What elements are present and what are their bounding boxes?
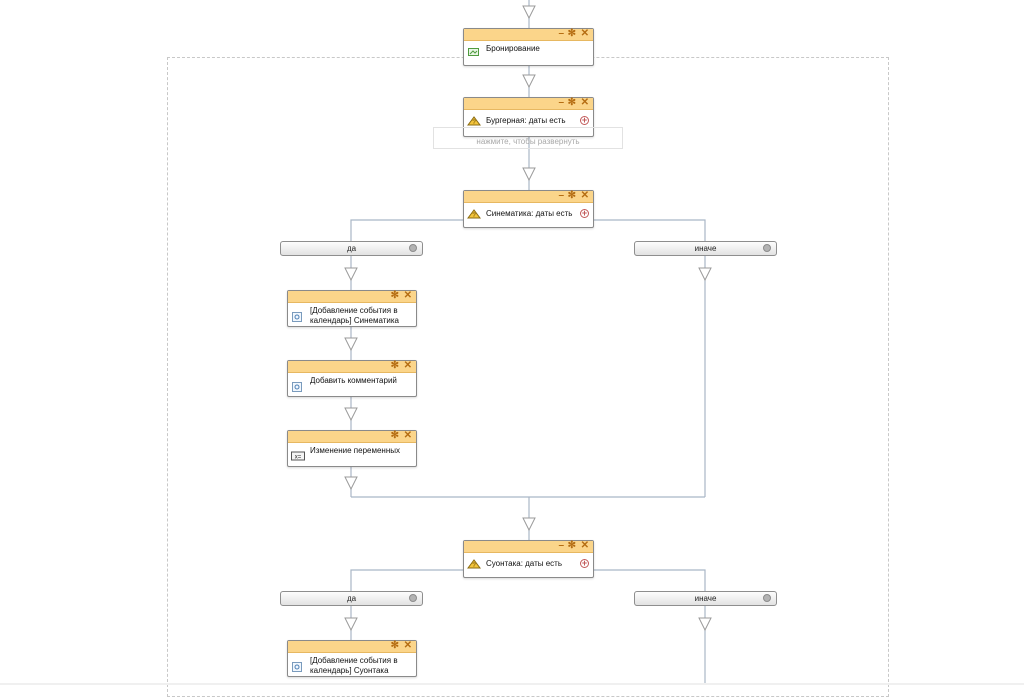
- arrow-down-icon: [698, 267, 712, 282]
- close-icon[interactable]: ✕: [403, 290, 412, 301]
- action-block-calendar[interactable]: ✻ ✕ [Добавление события в календарь] Суо…: [287, 640, 417, 677]
- arrow-down-icon: [522, 74, 536, 89]
- gear-icon[interactable]: [409, 244, 417, 252]
- booking-icon: [468, 48, 479, 56]
- arrow-down-icon: [522, 167, 536, 182]
- arrow-down-icon: [522, 5, 536, 20]
- gear-icon[interactable]: [763, 244, 771, 252]
- block-title: Синематика: даты есть: [486, 209, 573, 218]
- arrow-down-icon: [522, 517, 536, 532]
- settings-icon[interactable]: ✻: [390, 640, 399, 651]
- booking-block[interactable]: – ✻ ✕ Бронирование: [463, 28, 594, 66]
- add-branch-icon[interactable]: +: [580, 208, 589, 218]
- action-block-comment[interactable]: ✻ ✕ Добавить комментарий: [287, 360, 417, 397]
- minimize-icon[interactable]: –: [558, 190, 564, 201]
- block-title: Суонтака: даты есть: [486, 559, 562, 568]
- close-icon[interactable]: ✕: [580, 540, 589, 551]
- block-title: Бургерная: даты есть: [486, 116, 566, 125]
- svg-text:x=: x=: [295, 455, 302, 461]
- settings-icon[interactable]: ✻: [567, 190, 576, 201]
- close-icon[interactable]: ✕: [403, 430, 412, 441]
- block-title: Изменение переменных: [310, 446, 401, 455]
- svg-text:?: ?: [472, 120, 476, 126]
- block-title: Добавить комментарий: [310, 376, 397, 385]
- settings-icon[interactable]: ✻: [390, 290, 399, 301]
- svg-text:?: ?: [472, 563, 476, 569]
- block-title: Бронирование: [486, 44, 540, 53]
- condition-icon: ?: [467, 209, 481, 219]
- settings-icon[interactable]: ✻: [567, 540, 576, 551]
- minimize-icon[interactable]: –: [558, 28, 564, 39]
- gear-icon[interactable]: [409, 594, 417, 602]
- close-icon[interactable]: ✕: [403, 640, 412, 651]
- calendar-activity-icon: [292, 662, 302, 672]
- calendar-activity-icon: [292, 312, 302, 322]
- branch-else[interactable]: иначе: [634, 241, 777, 256]
- arrow-down-icon: [344, 476, 358, 491]
- condition-container: [167, 57, 889, 697]
- close-icon[interactable]: ✕: [580, 97, 589, 108]
- settings-icon[interactable]: ✻: [390, 360, 399, 371]
- settings-icon[interactable]: ✻: [567, 97, 576, 108]
- settings-icon[interactable]: ✻: [390, 430, 399, 441]
- svg-text:?: ?: [472, 213, 476, 219]
- close-icon[interactable]: ✕: [403, 360, 412, 371]
- branch-else[interactable]: иначе: [634, 591, 777, 606]
- minimize-icon[interactable]: –: [558, 540, 564, 551]
- action-block-calendar[interactable]: ✻ ✕ [Добавление события в календарь] Син…: [287, 290, 417, 327]
- minimize-icon[interactable]: –: [558, 97, 564, 108]
- arrow-down-icon: [698, 617, 712, 632]
- gear-icon[interactable]: [763, 594, 771, 602]
- arrow-down-icon: [344, 617, 358, 632]
- bottom-edge: [0, 683, 1024, 685]
- condition-icon: ?: [467, 559, 481, 569]
- close-icon[interactable]: ✕: [580, 190, 589, 201]
- arrow-down-icon: [344, 407, 358, 422]
- branch-yes[interactable]: да: [280, 591, 423, 606]
- add-branch-icon[interactable]: +: [580, 558, 589, 568]
- add-branch-icon[interactable]: +: [580, 115, 589, 125]
- expand-hint[interactable]: нажмите, чтобы развернуть: [433, 127, 623, 149]
- comment-activity-icon: [292, 382, 302, 392]
- arrow-down-icon: [344, 267, 358, 282]
- action-block-variables[interactable]: ✻ ✕ x= Изменение переменных: [287, 430, 417, 467]
- block-title: [Добавление события в календарь] Синемат…: [310, 306, 399, 325]
- close-icon[interactable]: ✕: [580, 28, 589, 39]
- settings-icon[interactable]: ✻: [567, 28, 576, 39]
- burger-condition-block[interactable]: – ✻ ✕ ? Бургерная: даты есть +: [463, 97, 594, 137]
- variable-icon: x=: [291, 451, 305, 461]
- arrow-down-icon: [344, 337, 358, 352]
- cinematica-condition-block[interactable]: – ✻ ✕ ? Синематика: даты есть +: [463, 190, 594, 228]
- suontaka-condition-block[interactable]: – ✻ ✕ ? Суонтака: даты есть +: [463, 540, 594, 578]
- block-title: [Добавление события в календарь] Суонтак…: [310, 656, 398, 675]
- condition-icon: ?: [467, 116, 481, 126]
- branch-yes[interactable]: да: [280, 241, 423, 256]
